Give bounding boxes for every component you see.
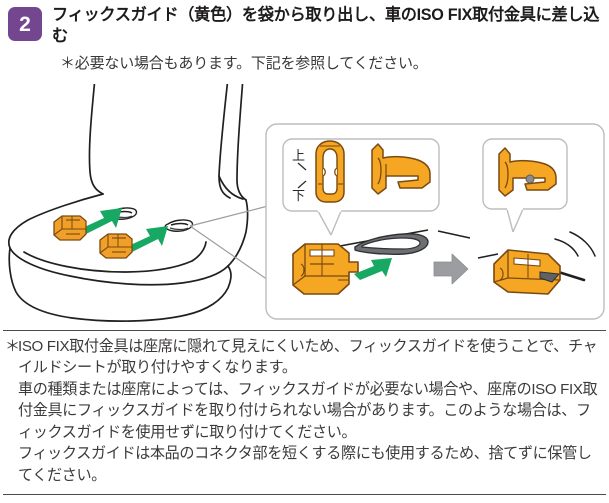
isofix-diagram-svg: 上 下 xyxy=(8,84,605,322)
divider-bottom xyxy=(3,494,606,495)
step-title-part2: に差し込む xyxy=(52,6,600,46)
footnote-text: フィックスガイドは本品のコネクタ部を短くする際にも使用するため、捨てずに保管して… xyxy=(18,445,592,484)
step-number: 2 xyxy=(19,12,31,36)
divider-top xyxy=(3,330,606,331)
instruction-illustration: 上 下 xyxy=(0,84,609,324)
green-insert-arrow-callout xyxy=(354,258,392,280)
fix-guide-after xyxy=(493,249,561,295)
footnote-text: ISO FIX取付金具は座席に隠れて見えにくいため、フィックスガイドを使うことで… xyxy=(18,338,598,377)
footnotes-section: ＊ ISO FIX取付金具は座席に隠れて見えにくいため、フィックスガイドを使うこ… xyxy=(5,336,605,486)
fix-guide-before xyxy=(292,243,359,295)
footnote-marker: ＊ xyxy=(5,338,20,355)
isofix-metal-bar-before xyxy=(339,229,471,255)
progress-arrow xyxy=(433,253,469,285)
car-seat-drawing xyxy=(8,84,249,322)
fix-guide-on-seat-right xyxy=(99,233,133,259)
motion-arcs xyxy=(554,231,596,257)
footnote-item: ＊ ISO FIX取付金具は座席に隠れて見えにくいため、フィックスガイドを使うこ… xyxy=(5,336,605,379)
callout-bubble-inserted-view xyxy=(482,138,568,233)
step-header: 2 フィックスガイド（黄色）を袋から取り出し、車のISO FIX取付金具に差し込… xyxy=(0,0,609,86)
step-note: ＊必要ない場合もあります。下記を参照してください。 xyxy=(60,55,428,72)
fix-guide-on-seat-left xyxy=(53,215,87,241)
fix-guide-side-view xyxy=(371,143,431,195)
orientation-labels: 上 下 xyxy=(292,149,307,204)
green-insert-arrow-right xyxy=(124,226,168,252)
step-title: フィックスガイド（黄色）を袋から取り出し、車のISO FIX取付金具に差し込む xyxy=(52,5,604,48)
label-up: 上 xyxy=(292,149,305,164)
step-number-badge: 2 xyxy=(8,7,42,41)
callout-leader-lines xyxy=(189,205,269,281)
step-title-part1: フィックスガイド（黄色）を袋から取り出し、 xyxy=(52,6,385,24)
green-insert-arrow-left xyxy=(78,208,122,234)
fix-guide-front-view xyxy=(315,140,345,203)
footnote-text: 車の種類または座席によっては、フィックスガイドが必要ない場合や、座席のISO F… xyxy=(18,380,598,441)
footnote-item: 車の種類または座席によっては、フィックスガイドが必要ない場合や、座席のISO F… xyxy=(5,379,605,443)
isofix-anchor-right xyxy=(164,219,194,232)
step-title-emphasis: 車のISO FIX取付金具 xyxy=(384,6,536,24)
footnote-item: フィックスガイドは本品のコネクタ部を短くする際にも使用するため、捨てずに保管して… xyxy=(5,443,605,486)
label-down: 下 xyxy=(292,189,305,204)
